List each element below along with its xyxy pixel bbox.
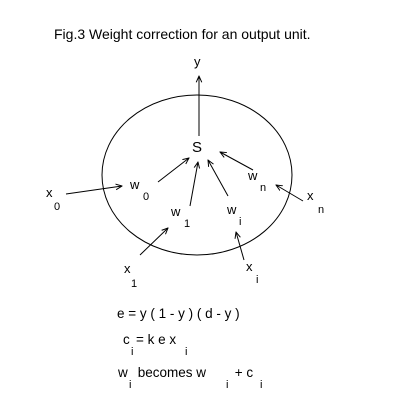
input-label-0: x0 (46, 185, 60, 213)
neuron-circle (101, 94, 293, 256)
input-label-1: x1 (124, 261, 137, 290)
input-arrow-n (276, 185, 304, 202)
update-equation: wi becomes wi + ci (117, 365, 262, 391)
output-label: y (194, 54, 201, 69)
correction-equation: ci= k e xi (123, 332, 187, 358)
weight-label-0: w0 (129, 177, 149, 203)
weight-arrow-i (208, 160, 229, 197)
input-arrow-0 (65, 186, 122, 195)
weight-arrow-0 (157, 158, 189, 183)
weight-label-1: w1 (170, 204, 190, 230)
figure-title: Fig.3 Weight correction for an output un… (54, 26, 311, 42)
input-label-i: xi (246, 259, 258, 286)
weight-arrow-n (220, 152, 254, 171)
input-arrow-i (236, 232, 245, 261)
sum-label: S (192, 139, 202, 156)
input-arrow-1 (139, 228, 168, 256)
weight-arrow-1 (189, 162, 198, 207)
input-label-n: xn (307, 188, 324, 216)
weight-label-i: wi (226, 202, 241, 228)
weight-label-n: wn (247, 168, 266, 194)
error-equation: e = y ( 1 - y ) ( d - y ) (117, 306, 240, 321)
